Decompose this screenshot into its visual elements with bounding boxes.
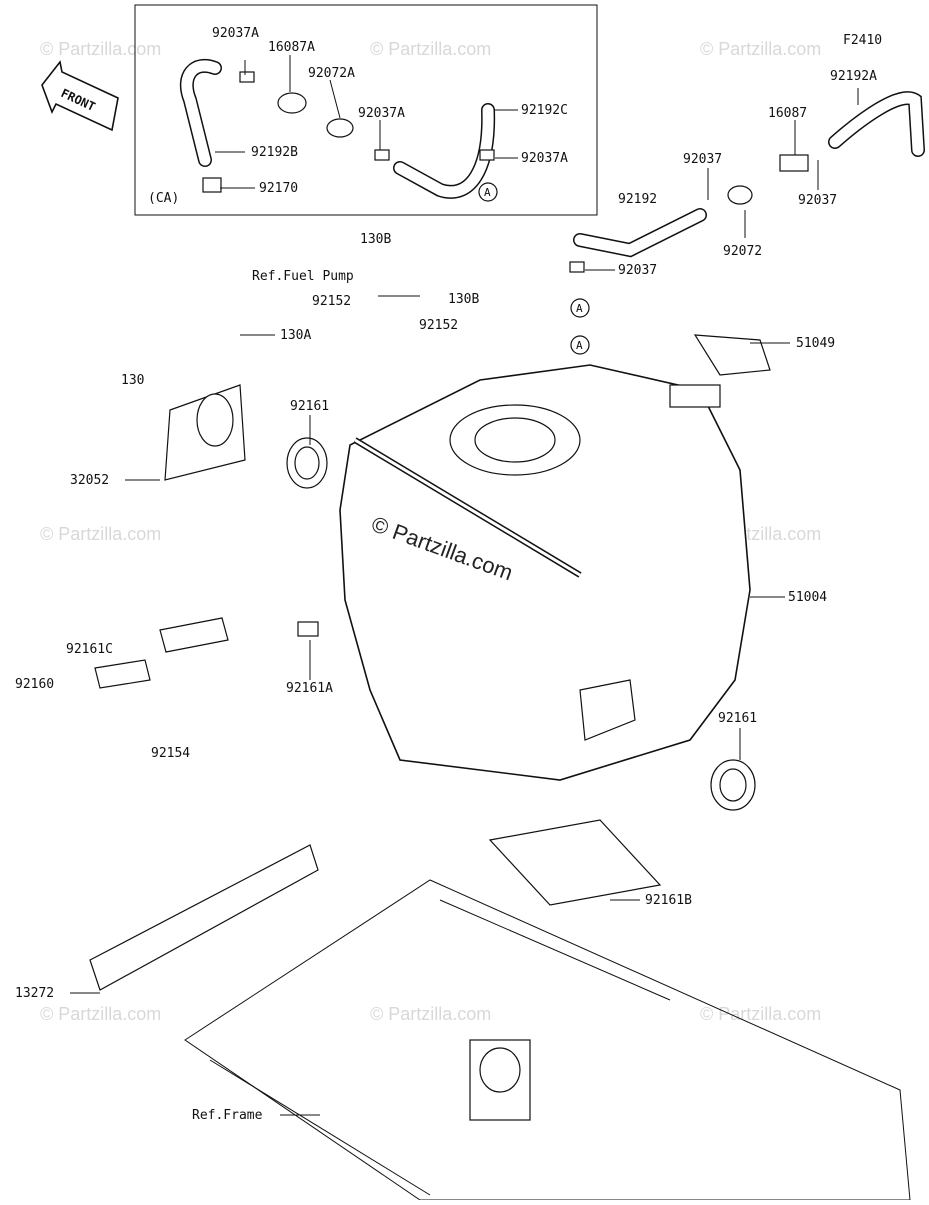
ref-label-frame[interactable]: Ref.Frame bbox=[192, 1108, 263, 1123]
watermark: © Partzilla.com bbox=[370, 39, 491, 59]
part-label-92037[interactable]: 92037 bbox=[618, 263, 657, 278]
frame bbox=[89, 844, 911, 1201]
part-label-92037a[interactable]: 92037A bbox=[521, 151, 568, 166]
part-label-51049[interactable]: 51049 bbox=[796, 336, 835, 351]
watermark: © Partzilla.com bbox=[40, 1004, 161, 1024]
part-label-16087a[interactable]: 16087A bbox=[268, 40, 315, 55]
part-label-130[interactable]: 130 bbox=[121, 373, 144, 388]
part-label-16087[interactable]: 16087 bbox=[768, 106, 807, 121]
right-hose-parts: A A bbox=[569, 91, 925, 355]
part-label-92152[interactable]: 92152 bbox=[312, 294, 351, 309]
part-label-51004[interactable]: 51004 bbox=[788, 590, 827, 605]
inset-parts: A bbox=[179, 58, 498, 202]
part-label-92161[interactable]: 92161 bbox=[718, 711, 757, 726]
inset-box bbox=[134, 4, 598, 216]
part-label-32052[interactable]: 32052 bbox=[70, 473, 109, 488]
watermark: © Partzilla.com bbox=[700, 1004, 821, 1024]
part-label-13272[interactable]: 13272 bbox=[15, 986, 54, 1001]
part-label-92152[interactable]: 92152 bbox=[419, 318, 458, 333]
part-label-92192a[interactable]: 92192A bbox=[830, 69, 877, 84]
part-label-92170[interactable]: 92170 bbox=[259, 181, 298, 196]
part-label-92161b[interactable]: 92161B bbox=[645, 893, 692, 908]
part-labels: 92037A 16087A 92072A 92037A 92192C 92192… bbox=[15, 26, 877, 1123]
part-label-130a[interactable]: 130A bbox=[280, 328, 311, 343]
part-label-92072[interactable]: 92072 bbox=[723, 244, 762, 259]
watermark: © Partzilla.com bbox=[700, 39, 821, 59]
watermark: © Partzilla.com bbox=[40, 39, 161, 59]
part-label-92161a[interactable]: 92161A bbox=[286, 681, 333, 696]
watermark: © Partzilla.com bbox=[40, 524, 161, 544]
part-label-92192b[interactable]: 92192B bbox=[251, 145, 298, 160]
part-label-92160[interactable]: 92160 bbox=[15, 677, 54, 692]
fuel-tank bbox=[339, 334, 771, 781]
ref-label-fuel-pump[interactable]: Ref.Fuel Pump bbox=[252, 269, 354, 284]
part-label-92072a[interactable]: 92072A bbox=[308, 66, 355, 81]
part-label-92161[interactable]: 92161 bbox=[290, 399, 329, 414]
marker-a-1: A bbox=[484, 186, 491, 199]
part-label-130b[interactable]: 130B bbox=[448, 292, 479, 307]
part-label-92037a[interactable]: 92037A bbox=[212, 26, 259, 41]
watermarks: © Partzilla.com © Partzilla.com © Partzi… bbox=[40, 39, 821, 1024]
leader-lines bbox=[70, 55, 859, 1116]
part-label-92161c[interactable]: 92161C bbox=[66, 642, 113, 657]
part-label-92037a[interactable]: 92037A bbox=[358, 106, 405, 121]
part-label-92154[interactable]: 92154 bbox=[151, 746, 190, 761]
bracket-and-grommets bbox=[94, 384, 756, 906]
inset-label: (CA) bbox=[148, 191, 179, 206]
marker-a-3: A bbox=[576, 339, 583, 352]
watermark: © Partzilla.com bbox=[370, 1004, 491, 1024]
part-label-92192[interactable]: 92192 bbox=[618, 192, 657, 207]
part-label-92192c[interactable]: 92192C bbox=[521, 103, 568, 118]
figure-code: F2410 bbox=[843, 33, 882, 48]
part-label-92037[interactable]: 92037 bbox=[683, 152, 722, 167]
marker-a-2: A bbox=[576, 302, 583, 315]
front-arrow: FRONT bbox=[41, 60, 119, 132]
part-label-92037[interactable]: 92037 bbox=[798, 193, 837, 208]
part-label-130b[interactable]: 130B bbox=[360, 232, 391, 247]
